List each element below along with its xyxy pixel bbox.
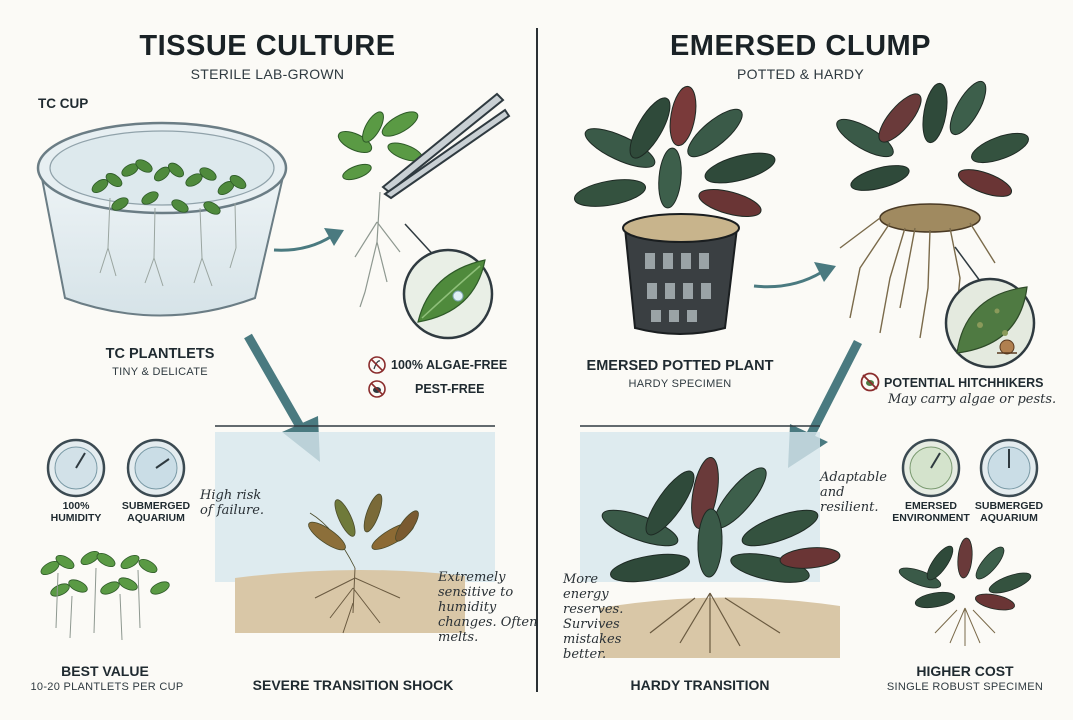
aquarium-gauge-left [126,438,186,498]
aquarium-scene-left [215,425,495,634]
aquarium-gauge-right [979,438,1039,498]
severe-transition-label: SEVERE TRANSITION SHOCK [252,677,454,693]
arrow-to-clump [753,262,836,289]
emersed-clump-illustration [836,80,1029,339]
tissue-culture-subtitle: STERILE LAB-GROWN [190,66,345,82]
emersed-clump-subtitle: POTTED & HARDY [736,66,865,82]
aquarium-scene-right [580,425,841,658]
leaf-magnifier [402,223,494,340]
best-value-sublabel: 10-20 PLANTLETS PER CUP [30,681,184,693]
center-divider [536,28,538,692]
tc-cup-label: TC CUP [38,96,89,111]
best-value-label: BEST VALUE [61,663,149,679]
adaptable-note: Adaptable and resilient. [820,470,887,515]
emersed-environment-label: EMERSED ENVIRONMENT [892,500,970,524]
tissue-culture-title: TISSUE CULTURE [139,30,396,62]
tc-cup-illustration [36,121,288,317]
no-algae-icon [368,356,386,374]
potted-plant-illustration [573,85,776,335]
emersed-gauge [901,438,961,498]
warning-icon [860,372,880,392]
higher-cost-label: HIGHER COST [916,663,1014,679]
arrow-to-plantlet [273,228,344,252]
energy-reserves-note: More energy reserves. Survives mistakes … [563,572,624,662]
emersed-potted-label: EMERSED POTTED PLANT [586,358,774,374]
small-clump-illustration [898,537,1032,646]
high-risk-note: High risk of failure. [200,488,265,518]
no-pest-icon [368,380,386,398]
transition-shock-note: Extremely sensitive to humidity changes.… [438,570,538,645]
hardy-transition-label: HARDY TRANSITION [630,677,770,693]
algae-free-label: 100% ALGAE-FREE [391,358,508,372]
humidity-gauge [46,438,106,498]
plantlets-group [40,550,170,641]
plantlet-with-tweezers [337,92,511,308]
hitchhikers-label: POTENTIAL HITCHHIKERS [884,376,1044,390]
higher-cost-sublabel: SINGLE ROBUST SPECIMEN [886,681,1044,693]
tc-plantlets-label: TC PLANTLETS [105,346,215,362]
hitchhikers-note: May carry algae or pests. [888,392,1057,407]
pest-free-label: PEST-FREE [415,382,485,396]
aquarium-label-right: SUBMERGED AQUARIUM [974,500,1044,524]
emersed-clump-title: EMERSED CLUMP [669,30,932,62]
tc-plantlets-sublabel: TINY & DELICATE [112,366,208,378]
aquarium-label-left: SUBMERGED AQUARIUM [121,500,191,524]
emersed-potted-sublabel: HARDY SPECIMEN [628,378,732,390]
hitchhiker-magnifier [944,246,1036,369]
humidity-label: 100% HUMIDITY [50,500,102,524]
